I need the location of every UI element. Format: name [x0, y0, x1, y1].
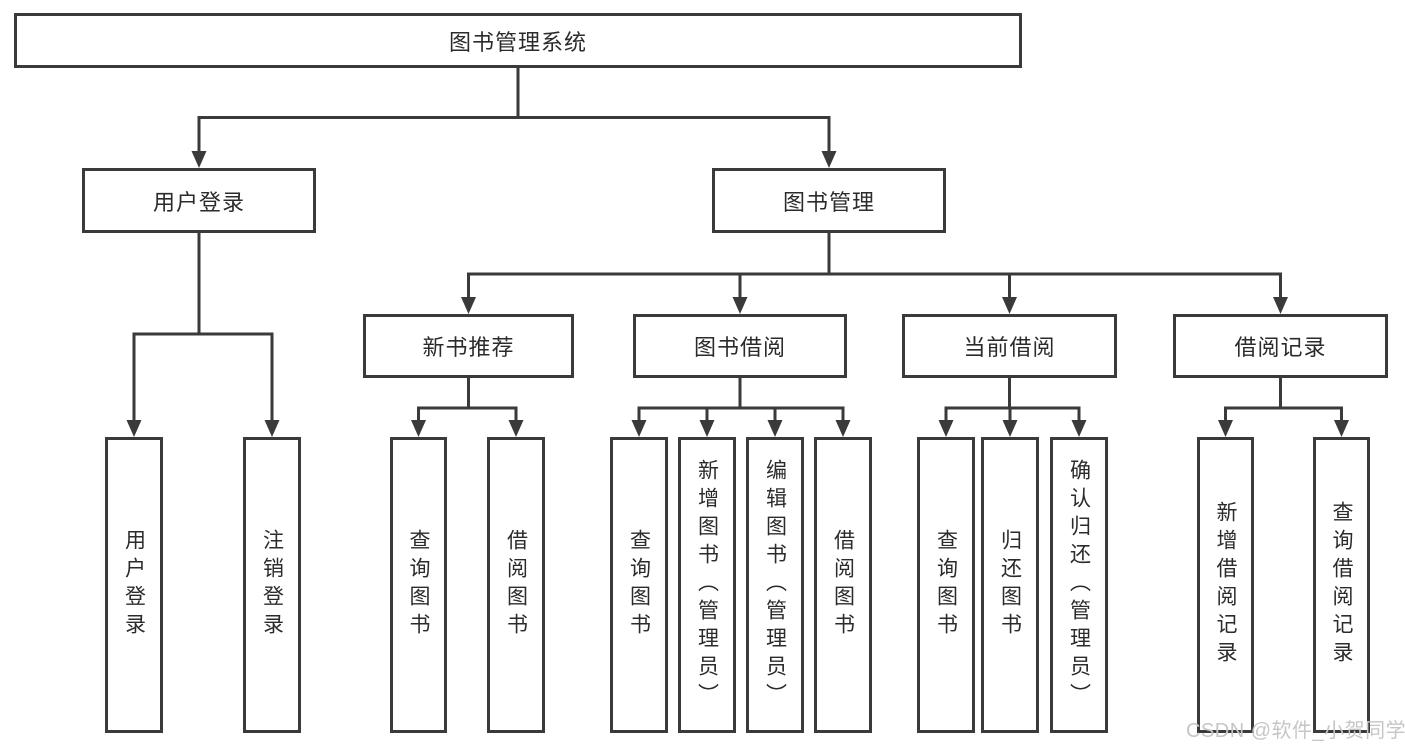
node-new-book-recommend: 新书推荐	[363, 314, 574, 378]
leaf-label: 用户登录	[122, 529, 146, 641]
arrowhead	[1071, 420, 1087, 437]
arrowhead	[1218, 420, 1233, 437]
leaf-label: 借阅图书	[504, 529, 528, 641]
leaf-label: 注销登录	[260, 529, 284, 641]
leaf-label: 查询图书	[627, 529, 651, 641]
leaf-label: 编辑图书（管理员）	[763, 459, 787, 711]
arrowhead	[1002, 297, 1017, 314]
arrowhead	[461, 297, 476, 314]
leaf-label: 新增图书（管理员）	[695, 459, 719, 711]
leaf-label: 查询图书	[407, 529, 430, 641]
leaf-label: 新增借阅记录	[1214, 501, 1237, 669]
leaf-cb-query-books: 查询图书	[917, 437, 975, 733]
arrowhead	[508, 420, 524, 437]
leaf-label: 查询借阅记录	[1330, 501, 1353, 669]
leaf-br-add-borrow-record: 新增借阅记录	[1197, 437, 1254, 733]
leaf-bb-add-books-admin: 新增图书（管理员）	[678, 437, 736, 733]
node-book-borrowing: 图书借阅	[633, 314, 847, 378]
arrowhead	[264, 420, 280, 437]
leaf-label: 归还图书	[998, 529, 1022, 641]
arrowhead	[732, 297, 748, 314]
node-user-login: 用户登录	[82, 168, 316, 233]
leaf-nb-borrow-books: 借阅图书	[487, 437, 545, 733]
leaf-label: 借阅图书	[831, 529, 855, 641]
leaf-br-query-borrow-record: 查询借阅记录	[1313, 437, 1370, 733]
node-borrowing-records: 借阅记录	[1173, 314, 1388, 378]
arrowhead	[767, 420, 783, 437]
arrowhead	[191, 151, 207, 168]
leaf-nb-query-books: 查询图书	[390, 437, 447, 733]
leaf-label: 确认归还（管理员）	[1067, 459, 1091, 711]
arrowhead	[1273, 297, 1288, 314]
leaf-bb-query-books: 查询图书	[610, 437, 668, 733]
arrowhead	[1334, 420, 1349, 437]
leaf-cb-confirm-return-admin: 确认归还（管理员）	[1050, 437, 1108, 733]
leaf-bb-edit-books-admin: 编辑图书（管理员）	[746, 437, 804, 733]
node-current-borrowing: 当前借阅	[902, 314, 1117, 378]
leaf-cb-return-books: 归还图书	[981, 437, 1039, 733]
arrowhead	[821, 151, 837, 168]
arrowhead	[411, 420, 426, 437]
leaf-label: 查询图书	[934, 529, 958, 641]
arrowhead	[835, 420, 851, 437]
leaf-bb-borrow-books: 借阅图书	[814, 437, 872, 733]
arrowhead	[1002, 420, 1018, 437]
node-book-management: 图书管理	[712, 168, 946, 233]
arrowhead	[699, 420, 715, 437]
arrowhead	[631, 420, 647, 437]
node-root-library-system: 图书管理系统	[14, 13, 1022, 68]
leaf-logout: 注销登录	[243, 437, 301, 733]
csdn-watermark: CSDN @软件_小贺同学	[1186, 720, 1405, 742]
arrowhead	[126, 420, 142, 437]
arrowhead	[938, 420, 954, 437]
leaf-user-login: 用户登录	[105, 437, 163, 733]
